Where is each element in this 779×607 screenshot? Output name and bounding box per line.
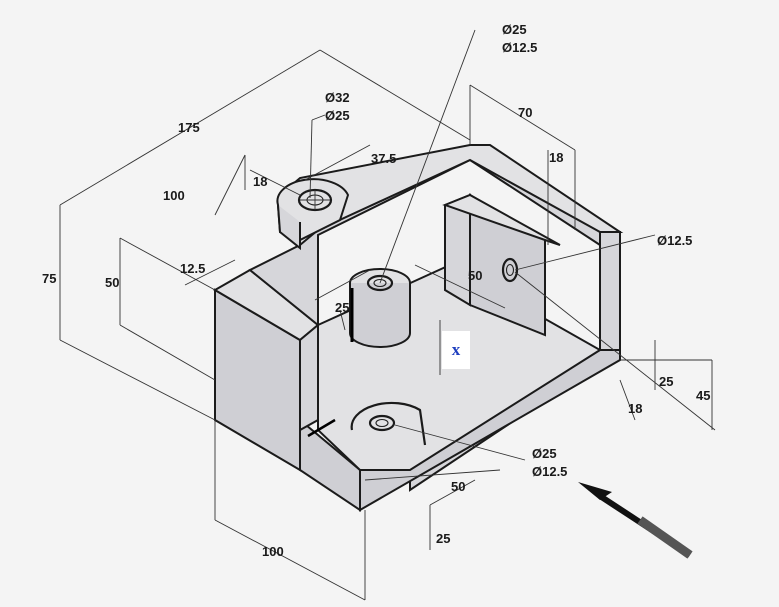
x-marker-label: x <box>442 331 470 369</box>
base-edge-mark <box>307 418 336 438</box>
dim-100-bottom: 100 <box>262 544 284 559</box>
boss-hole-outer <box>366 274 394 292</box>
dim-phi12-5-base: Ø12.5 <box>532 464 567 479</box>
boss-side <box>349 283 411 348</box>
dim-50-bottom: 50 <box>451 479 465 494</box>
dim-phi25-base: Ø25 <box>532 446 557 461</box>
dim-phi25-lug: Ø25 <box>325 108 350 123</box>
dim-phi12-5-boss: Ø12.5 <box>502 40 537 55</box>
dimension-lines <box>59 29 716 601</box>
dim-25-right: 25 <box>659 374 673 389</box>
dim-phi25-boss: Ø25 <box>502 22 527 37</box>
rear-block-top <box>442 193 561 246</box>
part-body <box>213 143 624 512</box>
dim-18-bottom: 18 <box>628 401 642 416</box>
dim-37-5: 37.5 <box>371 151 396 166</box>
side-hole-inner <box>505 263 515 277</box>
dim-70: 70 <box>518 105 532 120</box>
dim-50-left: 50 <box>105 275 119 290</box>
dim-25-boss: 25 <box>335 300 349 315</box>
dim-phi12-5-side: Ø12.5 <box>657 233 692 248</box>
side-hole-outer <box>501 257 519 283</box>
dim-100-top: 100 <box>163 188 185 203</box>
base-slot <box>350 401 427 446</box>
dim-175: 175 <box>178 120 200 135</box>
boss-hole-inner <box>373 278 387 288</box>
lug-side <box>277 204 301 251</box>
holes <box>297 188 519 446</box>
left-wall-inner <box>299 322 319 432</box>
dim-25-bottom: 25 <box>436 531 450 546</box>
dim-18-right: 18 <box>549 150 563 165</box>
base-hole-outer <box>368 414 396 432</box>
dim-18-top: 18 <box>253 174 267 189</box>
dim-45: 45 <box>696 388 710 403</box>
view-arrow-icon <box>578 482 693 559</box>
base-hole-inner <box>375 418 389 428</box>
dim-12-5: 12.5 <box>180 261 205 276</box>
dim-phi32: Ø32 <box>325 90 350 105</box>
dimension-labels: 175 100 75 50 12.5 18 37.5 Ø32 Ø25 Ø25 Ø… <box>42 22 710 559</box>
dim-75: 75 <box>42 271 56 286</box>
dim-50-mid: 50 <box>468 268 482 283</box>
